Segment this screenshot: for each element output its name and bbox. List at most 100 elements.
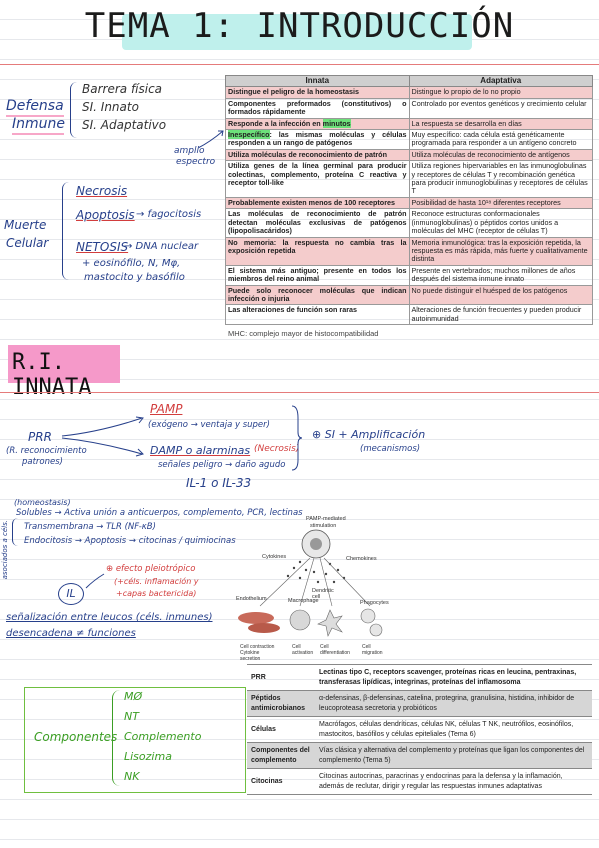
apoptosis-note: → fagocitosis bbox=[136, 209, 202, 220]
homeostasis-note: (homeostasis) bbox=[14, 498, 71, 507]
desencadena-line: desencadena ≠ funciones bbox=[6, 628, 136, 639]
defensa-item-1: Barrera física bbox=[82, 82, 163, 96]
amplio-arrow bbox=[197, 130, 224, 149]
transmembrana-line: Transmembrana → TLR (NF-κB) bbox=[24, 522, 156, 532]
efecto-line2: (+céls. inflamación y bbox=[114, 577, 199, 586]
cell-adaptativa: Utiliza regiones hipervariables en las i… bbox=[408, 160, 593, 198]
solubles-line: Solubles → Activa unión a anticuerpos, c… bbox=[16, 508, 303, 518]
componente-3: Complemento bbox=[124, 730, 202, 743]
pamp-damp-brace bbox=[291, 405, 303, 471]
row-key: Péptidos antimicrobianos bbox=[247, 690, 315, 717]
cell-innata: El sistema más antiguo; presente en todo… bbox=[225, 264, 410, 286]
defensa-underline bbox=[6, 115, 64, 117]
cell-innata: Componentes preformados (constitutivos) … bbox=[225, 97, 410, 119]
damp-red-note: (Necrosis) bbox=[254, 444, 300, 454]
componentes-bracket bbox=[112, 690, 120, 786]
cell-innata: Utiliza genes de la línea germinal para … bbox=[225, 160, 410, 198]
prr-label: PRR bbox=[28, 430, 52, 444]
muerte-bracket bbox=[62, 182, 69, 280]
cell-adaptativa: Utiliza moléculas de reconocimiento de a… bbox=[408, 148, 593, 162]
figure-caption-4: Cell migration bbox=[362, 644, 383, 656]
netosis-line3: + eosinófilo, N, Mφ, bbox=[82, 258, 181, 269]
table-row: Inespecífico: las mismas moléculas y cél… bbox=[225, 129, 593, 150]
title-highlight bbox=[122, 14, 472, 50]
figure-top-1: PAMP-mediated bbox=[306, 516, 346, 522]
cell-innata: Responde a la infección en minutos bbox=[225, 117, 410, 131]
componente-2: NT bbox=[124, 710, 139, 723]
pamp-label: PAMP bbox=[150, 402, 183, 416]
row-value: Citocinas autocrinas, paracrinas y endoc… bbox=[315, 768, 592, 795]
table-row: Utiliza moléculas de reconocimiento de p… bbox=[225, 148, 593, 162]
damp-sub: señales peligro → daño agudo bbox=[158, 460, 286, 470]
cell-adaptativa: Reconoce estructuras conformacionales (i… bbox=[408, 208, 593, 238]
prr-sub-1: (R. reconocimiento bbox=[6, 446, 87, 456]
figure-phagocytes: Phagocytes bbox=[360, 600, 389, 606]
il-circle: IL bbox=[58, 583, 84, 605]
netosis-label: NETOSIS bbox=[76, 240, 129, 254]
componente-1: MØ bbox=[124, 690, 143, 703]
cell-innata: Distingue el peligro de la homeostasis bbox=[225, 86, 410, 99]
efecto-line3: +capas bactericida) bbox=[116, 589, 197, 598]
header-adaptativa: Adaptativa bbox=[408, 74, 593, 88]
section-innata-banner: R.I. INNATA bbox=[8, 345, 120, 400]
figure-caption-1: Cell contraction Cytokine secretion bbox=[240, 644, 275, 662]
section-rule bbox=[0, 392, 599, 393]
cell-innata: Las alteraciones de función son raras bbox=[225, 304, 410, 326]
muerte-label: Muerte bbox=[4, 218, 47, 232]
damp-label: DAMP o alarminas bbox=[150, 444, 251, 457]
figure-cytokines: Cytokines bbox=[262, 554, 287, 560]
row-value: Vías clásica y alternativa del complemen… bbox=[315, 742, 592, 769]
senalizacion-line: señalización entre leucos (céls. inmunes… bbox=[6, 612, 213, 623]
celular-label: Celular bbox=[6, 236, 49, 250]
figure-endothelium: Endothelium bbox=[236, 596, 267, 602]
defensa-label: Defensa bbox=[6, 98, 64, 114]
row-key: Citocinas bbox=[247, 768, 315, 795]
cell-innata: Las moléculas de reconocimiento de patró… bbox=[225, 208, 410, 238]
row-value: α-defensinas, β-defensinas, catelina, pr… bbox=[315, 690, 592, 717]
figure-top-2: stimulation bbox=[310, 523, 337, 529]
table-row: Utiliza genes de la línea germinal para … bbox=[225, 160, 593, 198]
cell-adaptativa: Alteraciones de función frecuentes y pue… bbox=[408, 304, 593, 326]
row-value: Lectinas tipo C, receptors scavenger, pr… bbox=[315, 664, 592, 691]
title-rule bbox=[0, 64, 599, 65]
defensa-item-2: SI. Innato bbox=[82, 100, 139, 114]
inmune-label: Inmune bbox=[12, 116, 65, 132]
si-mecanismos: (mecanismos) bbox=[360, 444, 421, 454]
espectro-label: espectro bbox=[176, 157, 216, 167]
il-1-il-33: IL-1 o IL-33 bbox=[186, 476, 252, 490]
asociados-bracket bbox=[12, 518, 18, 546]
figure-caption-3: Cell differentiation bbox=[320, 644, 350, 656]
amplio-label: amplio bbox=[174, 146, 205, 156]
defensa-bracket bbox=[70, 82, 77, 138]
cell-adaptativa: Muy específico: cada célula está genétic… bbox=[408, 129, 593, 150]
componente-4: Lisozima bbox=[124, 750, 172, 763]
apoptosis-label: Apoptosis bbox=[76, 208, 135, 222]
mhc-footnote: MHC: complejo mayor de histocompatibilid… bbox=[228, 329, 379, 338]
table-row: No memoria: la respuesta no cambia tras … bbox=[225, 236, 593, 266]
row-key: Células bbox=[247, 716, 315, 743]
row-key: Componentes del complemento bbox=[247, 742, 315, 769]
necrosis-label: Necrosis bbox=[76, 184, 128, 198]
efecto-pleiotropico: ⊕ efecto pleiotrópico bbox=[106, 564, 196, 574]
page-title: TEMA 1: INTRODUCCIÓN bbox=[84, 6, 515, 46]
cell-innata: Puede solo reconocer moléculas que indic… bbox=[225, 284, 410, 306]
cell-adaptativa: Presente en vertebrados; muchos millones… bbox=[408, 264, 593, 286]
asociados-label: asociados a céls. bbox=[1, 520, 9, 580]
figure-dendritic: Dendritic cell bbox=[312, 588, 334, 600]
defensa-item-3: SI. Adaptativo bbox=[82, 118, 167, 132]
cell-adaptativa: No puede distinguir el huésped de los pa… bbox=[408, 284, 593, 306]
cell-innata: No memoria: la respuesta no cambia tras … bbox=[225, 236, 410, 266]
pamp-stimulation-figure bbox=[238, 529, 383, 637]
row-value: Macrófagos, células dendríticas, células… bbox=[315, 716, 592, 743]
cell-adaptativa: Distingue lo propio de lo no propio bbox=[408, 86, 593, 99]
pamp-sub: (exógeno → ventaja y super) bbox=[148, 420, 270, 430]
netosis-note: → DNA nuclear bbox=[124, 241, 199, 252]
cell-adaptativa: Memoria inmunológica: tras la exposición… bbox=[408, 236, 593, 266]
